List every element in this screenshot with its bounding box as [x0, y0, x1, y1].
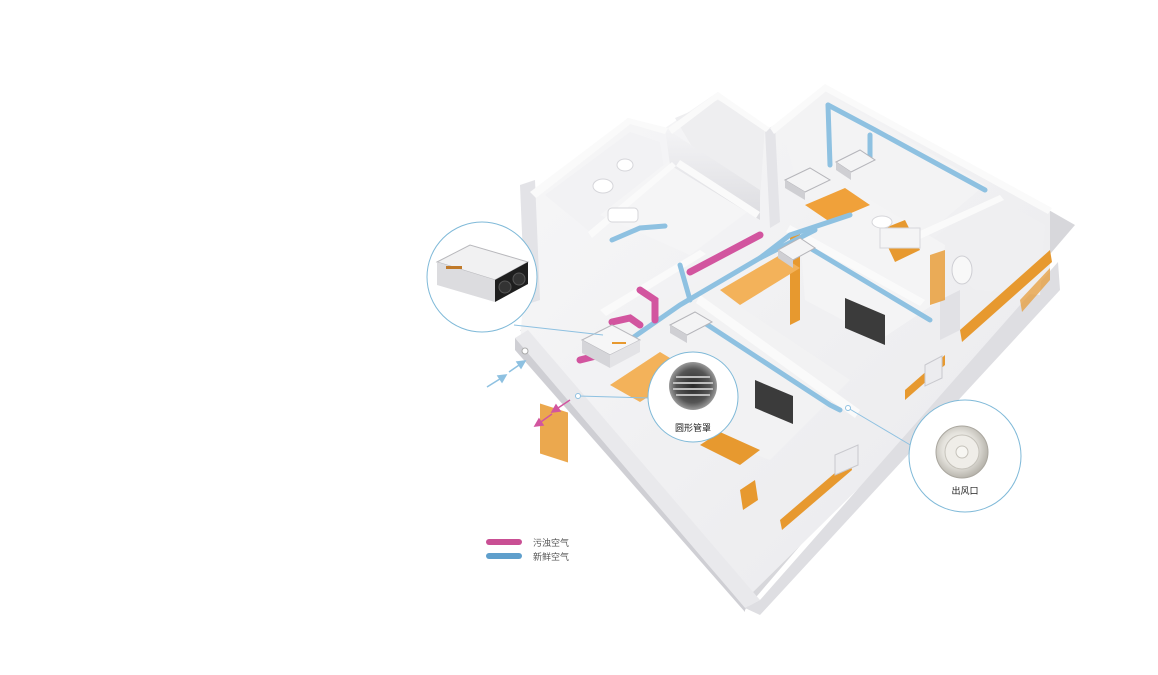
legend-swatch-fresh-air	[486, 553, 522, 559]
ventilation-unit-icon	[435, 244, 530, 302]
round-hood-label: 圆形管罩	[675, 422, 711, 433]
air-outlet-label: 出风口	[951, 485, 978, 496]
legend-label: 污浊空气	[533, 537, 570, 548]
legend-item-polluted-air: 污浊空气	[486, 535, 569, 549]
round-vent-hood-icon	[669, 362, 717, 410]
front-left-wall	[515, 330, 760, 608]
front-right-wall	[745, 262, 1060, 615]
air-outlet-callout: 出风口	[908, 399, 1022, 513]
fresh-air-ducts	[609, 102, 988, 413]
legend-swatch-polluted-air	[486, 539, 522, 545]
tv-screen	[845, 298, 885, 345]
tv-screen	[755, 380, 793, 424]
duct-fan-unit	[668, 149, 876, 343]
polluted-air-exhaust-arrows	[533, 399, 571, 427]
legend-label: 新鲜空气	[533, 551, 570, 562]
air-outlet-diffuser-icon	[935, 425, 989, 479]
legend: 污浊空气 新鲜空气	[486, 535, 569, 563]
main-ventilation-unit	[580, 324, 642, 368]
unit-callout	[426, 221, 538, 333]
round-hood-callout: 圆形管罩	[647, 351, 739, 443]
legend-item-fresh-air: 新鲜空气	[486, 549, 569, 563]
house-model	[515, 84, 1075, 615]
callout-leader-lines	[513, 324, 913, 447]
fresh-air-intake-arrows	[486, 360, 527, 388]
